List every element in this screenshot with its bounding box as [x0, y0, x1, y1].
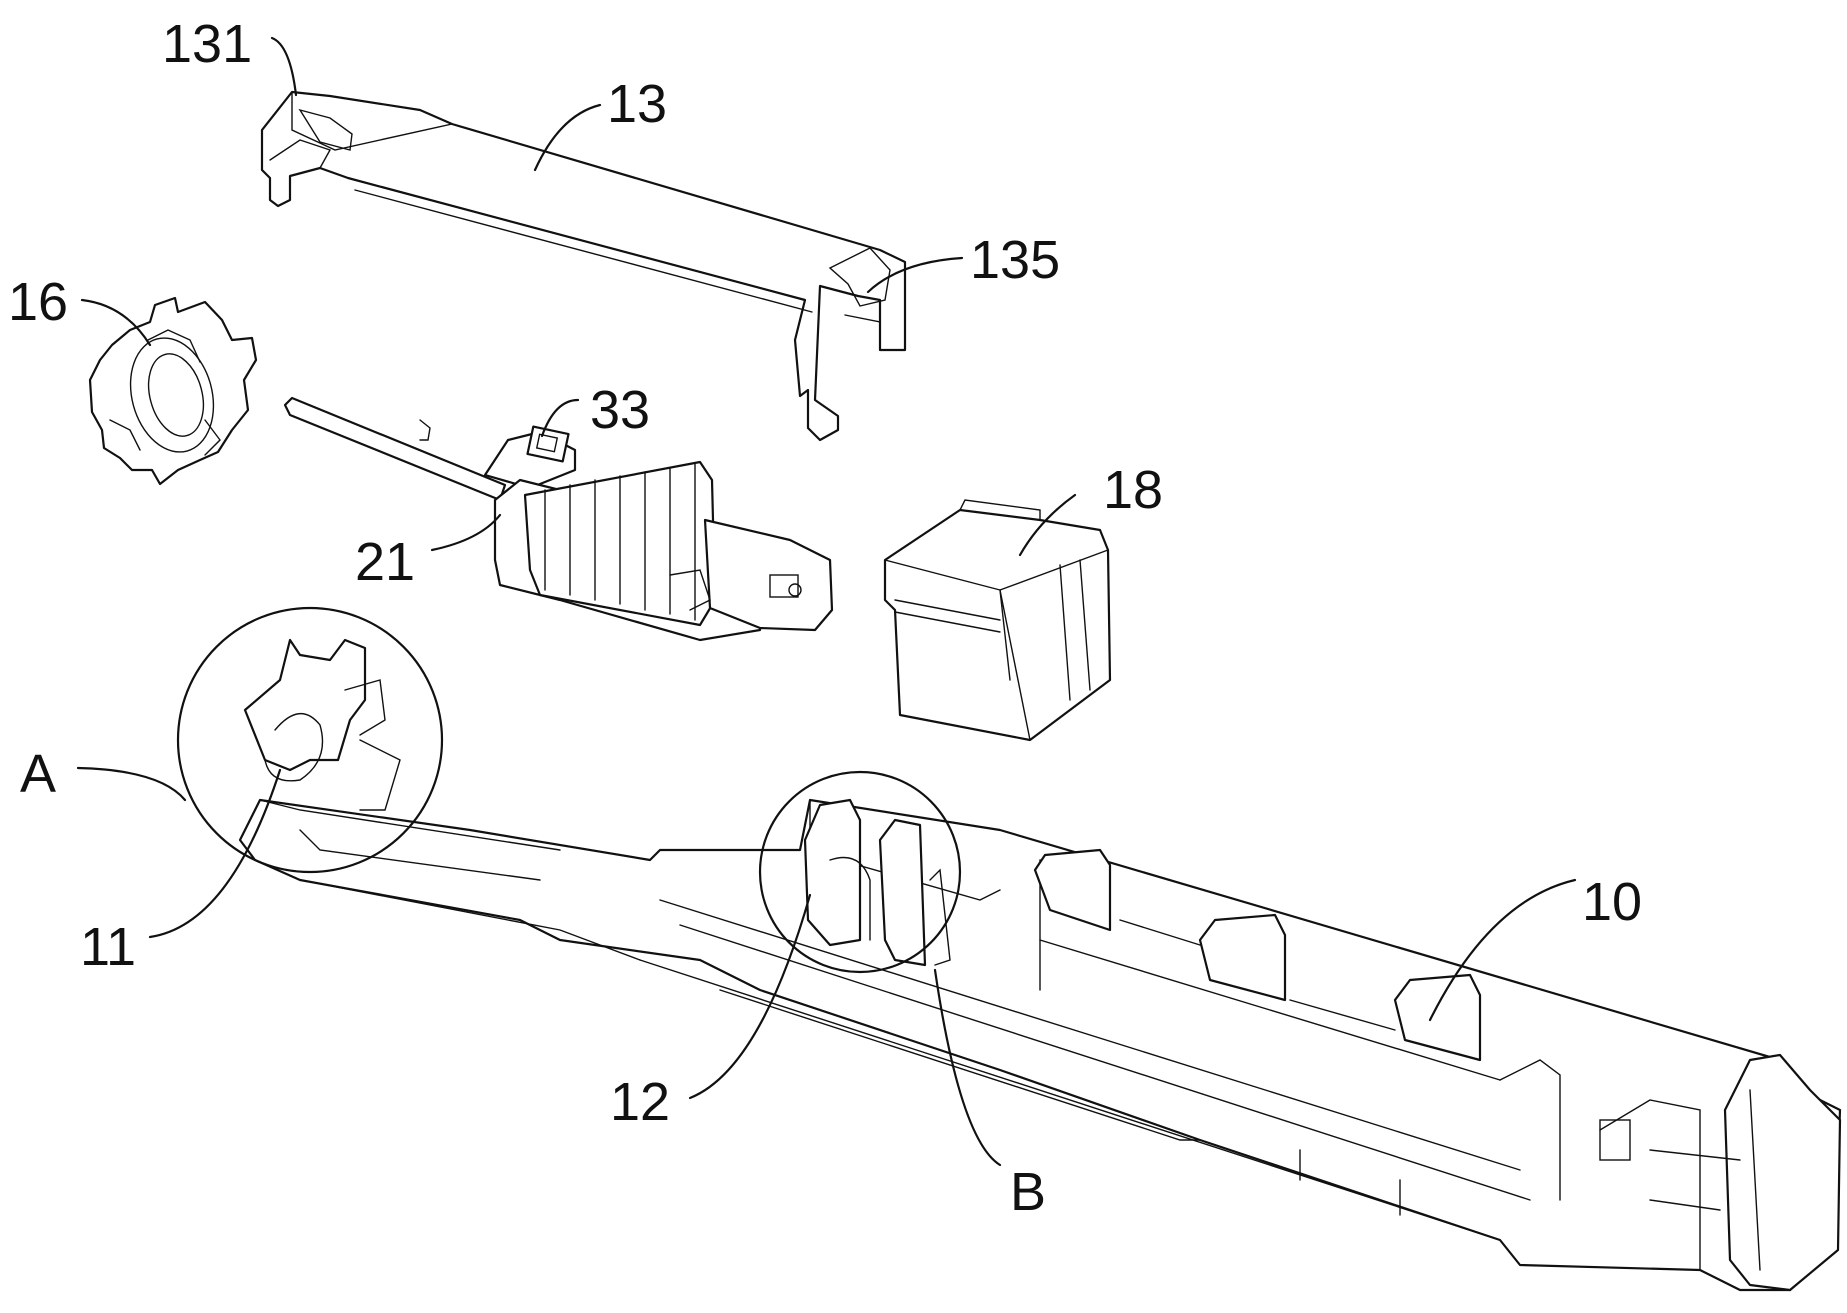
part-16-end-cap	[90, 298, 256, 484]
label-16: 16	[8, 272, 68, 332]
leader-21	[432, 515, 500, 550]
label-131: 131	[162, 14, 252, 74]
label-a: A	[20, 744, 56, 804]
label-12: 12	[610, 1072, 670, 1132]
part-21-coil-assembly	[285, 398, 832, 640]
label-13: 13	[607, 74, 667, 134]
part-18-block	[885, 500, 1110, 740]
label-b: B	[1010, 1162, 1046, 1222]
leader-131	[272, 38, 296, 95]
label-21: 21	[355, 532, 415, 592]
label-33: 33	[590, 380, 650, 440]
label-18: 18	[1103, 460, 1163, 520]
part-13-cover-bar	[262, 92, 905, 440]
leader-a	[78, 768, 185, 800]
label-10: 10	[1582, 872, 1642, 932]
label-135: 135	[970, 230, 1060, 290]
label-11: 11	[80, 917, 136, 977]
